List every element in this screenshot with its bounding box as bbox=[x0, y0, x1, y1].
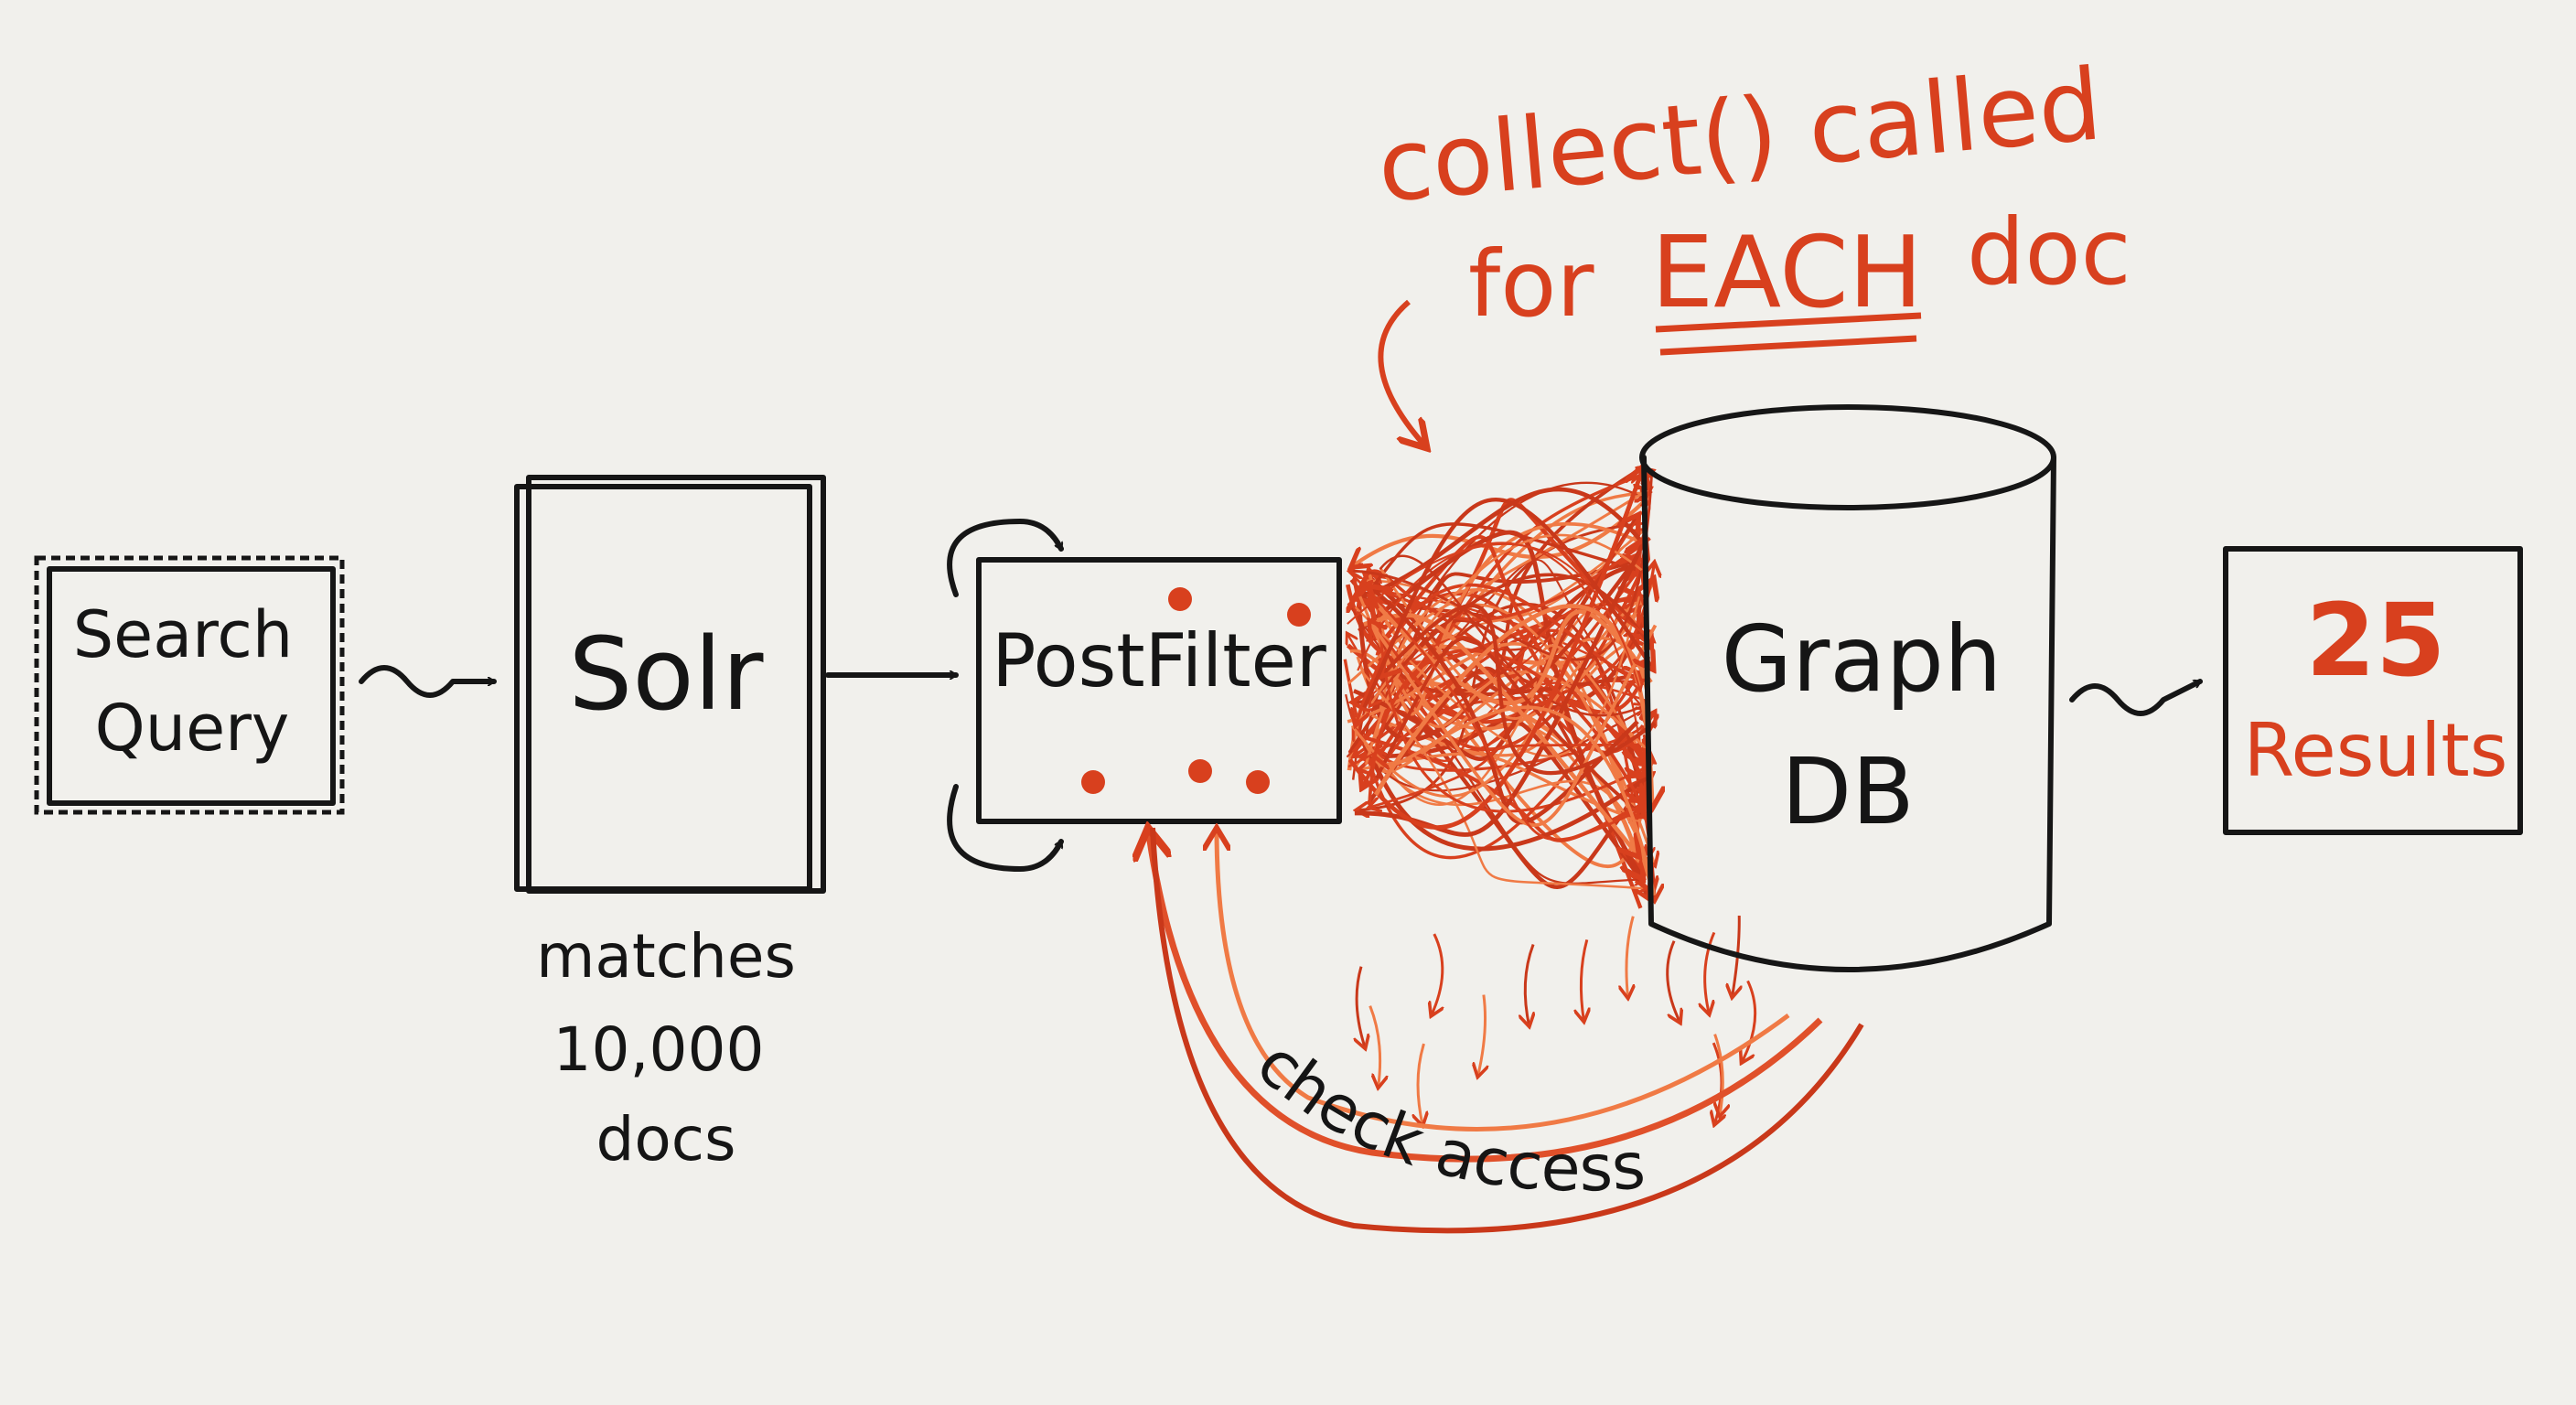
stray-access-arrow bbox=[1477, 994, 1485, 1078]
stray-access-arrow bbox=[1715, 1034, 1723, 1117]
search-query-label-line1: Search bbox=[73, 597, 294, 672]
results-label: Results bbox=[2244, 708, 2508, 793]
stray-access-arrow bbox=[1741, 980, 1757, 1063]
doc-dot bbox=[1081, 770, 1105, 794]
stray-access-arrow bbox=[1581, 939, 1586, 1022]
stray-access-arrow bbox=[1431, 933, 1443, 1016]
collect-call-line bbox=[1379, 554, 1646, 717]
stray-access-arrow bbox=[1705, 931, 1714, 1014]
stray-access-arrow bbox=[1626, 916, 1633, 999]
collect-call-line bbox=[1368, 586, 1639, 825]
return-arc-inner bbox=[1148, 828, 1823, 1163]
results-count: 25 bbox=[2305, 582, 2445, 699]
collect-call-line bbox=[1368, 743, 1639, 808]
collect-call-line bbox=[1357, 530, 1644, 879]
solr-label: Solr bbox=[569, 616, 765, 733]
doc-dot bbox=[1287, 603, 1311, 627]
collect-call-line bbox=[1347, 570, 1640, 842]
search-query-label-line2: Query bbox=[95, 691, 290, 766]
postfilter-label: PostFilter bbox=[992, 618, 1326, 703]
loop-arrow-top bbox=[947, 519, 1064, 597]
collect-call-line bbox=[1371, 761, 1652, 852]
collect-call-line bbox=[1347, 466, 1644, 831]
collect-call-line bbox=[1374, 705, 1657, 896]
collect-call-line bbox=[1375, 636, 1645, 817]
stray-access-arrow bbox=[1666, 940, 1680, 1024]
collect-call-line bbox=[1351, 498, 1649, 754]
collect-call-line bbox=[1362, 497, 1653, 709]
graph-db-node: Graph DB bbox=[1639, 404, 2056, 972]
solr-note-line1: matches bbox=[536, 921, 796, 992]
collect-line2-suffix: doc bbox=[1967, 198, 2131, 306]
solr-note-line2: 10,000 bbox=[553, 1014, 765, 1085]
doc-dot bbox=[1168, 587, 1192, 611]
search-query-node: Search Query bbox=[34, 555, 345, 815]
doc-dot bbox=[1188, 759, 1212, 783]
stray-access-arrow bbox=[1525, 943, 1533, 1027]
graph-db-label-line1: Graph bbox=[1722, 606, 2002, 713]
emphasis-underline bbox=[1655, 312, 1922, 356]
collect-call-line bbox=[1381, 603, 1657, 776]
postfilter-node: PostFilter bbox=[947, 519, 1342, 872]
graph-db-label-line2: DB bbox=[1781, 738, 1915, 845]
loop-arrow-bottom bbox=[947, 784, 1064, 872]
stray-access-arrow bbox=[1418, 1043, 1424, 1126]
collect-call-line bbox=[1356, 487, 1642, 599]
return-arc-middle bbox=[1150, 827, 1864, 1234]
stray-access-arrow bbox=[1357, 966, 1365, 1049]
return-arc-outer bbox=[1217, 828, 1790, 1132]
collect-call-line bbox=[1361, 670, 1647, 889]
collect-call-line bbox=[1351, 495, 1650, 567]
stray-access-arrow bbox=[1368, 1005, 1380, 1089]
collect-line2-prefix: for bbox=[1468, 231, 1594, 338]
collect-call-tangle bbox=[1081, 466, 1757, 1126]
annotation-pointer-arrow bbox=[1378, 299, 1427, 448]
arrow-query-to-solr bbox=[359, 665, 497, 698]
collect-call-line bbox=[1370, 597, 1653, 705]
collect-call-line bbox=[1374, 573, 1652, 698]
results-node: 25 Results bbox=[2223, 546, 2523, 835]
arrow-db-to-results bbox=[2069, 679, 2203, 716]
solr-node: Solr matches 10,000 docs bbox=[514, 475, 826, 1174]
doc-dot bbox=[1246, 770, 1270, 794]
solr-note-line3: docs bbox=[596, 1104, 736, 1174]
collect-annotation: collect() called for EACH doc bbox=[1373, 48, 2131, 448]
collect-call-line bbox=[1347, 542, 1640, 691]
collect-line2-emphasis: EACH bbox=[1651, 216, 1923, 330]
collect-call-line bbox=[1369, 533, 1643, 706]
collect-call-line bbox=[1378, 534, 1654, 762]
collect-call-line bbox=[1369, 620, 1658, 827]
